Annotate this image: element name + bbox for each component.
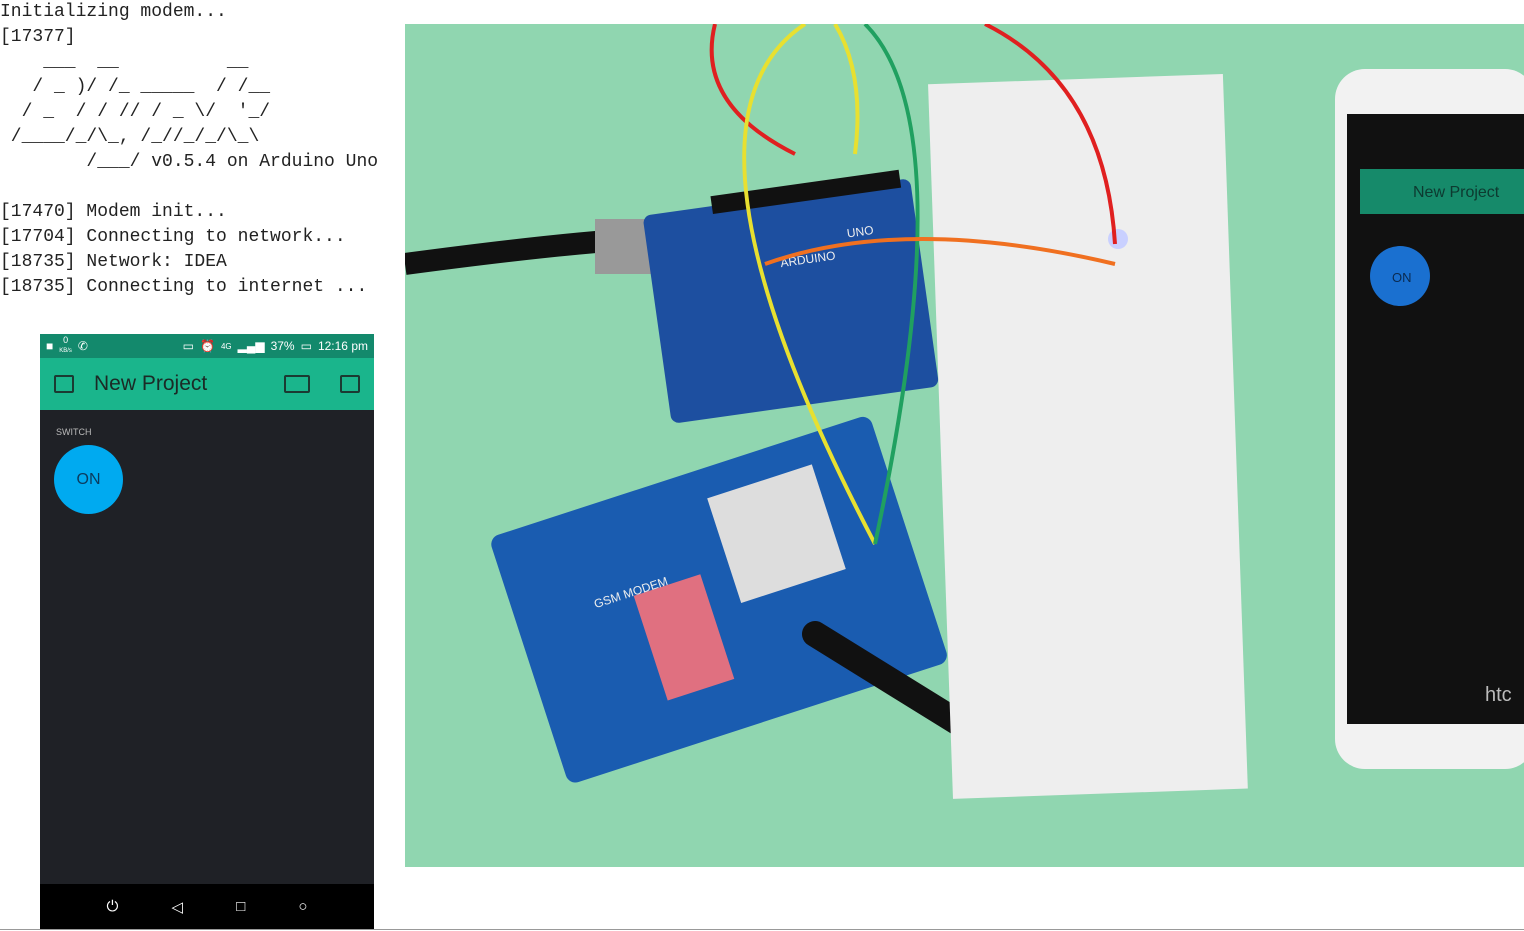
project-title: New Project [94,372,208,395]
alarm-icon: ⏰ [199,339,215,353]
power-icon[interactable]: ⏻ [106,898,119,915]
gsm-modem-board: GSM MODEM [491,416,947,783]
terminal-line: / _ )/ /_ _____ / /__ [0,77,271,97]
signal-icon: ▂▄▆ [237,339,265,353]
terminal-line: [18735] Network: IDEA [0,252,227,272]
network-type: 4G [220,341,232,351]
arduino-board: ARDUINO UNO [643,169,939,423]
divider [0,929,1524,930]
kbps-value: 0 [63,335,69,345]
switch-label: SWITCH [56,427,92,437]
recents-icon[interactable]: ○ [298,898,308,915]
terminal-line: Initializing modem... [0,2,227,22]
battery-percent: 37% [270,339,295,353]
exit-icon[interactable] [54,375,74,393]
device-icon[interactable] [284,375,310,393]
photo-illustration: ARDUINO UNO GSM MODEM New Project ON htc [405,24,1524,799]
terminal-line: /____/_/\_, /_//_/_/\_\ [0,127,260,147]
clock: 12:16 pm [317,339,368,353]
terminal-line: /___/ v0.5.4 on Arduino Uno [0,152,379,172]
terminal-line: [17377] [0,27,76,47]
app-bar: New Project [40,358,374,410]
breadboard [928,73,1248,799]
led [1108,229,1128,249]
serial-monitor-output: Initializing modem... [17377] ___ __ __ /… [0,0,400,300]
terminal-line: [17470] Modem init... [0,202,227,222]
kbps-unit: KB/s [59,348,72,354]
hardware-photo: ARDUINO UNO GSM MODEM New Project ON htc [405,24,1524,867]
laptop-icon: ▭ [182,339,194,353]
phone-brand: htc [1485,684,1512,706]
video-icon: ■ [46,339,54,353]
terminal-line: [18735] Connecting to internet ... [0,277,368,297]
battery-icon: ▭ [300,339,312,353]
phone-photo-title: New Project [1413,184,1500,201]
terminal-line [0,175,400,200]
phone-photo-button: ON [1392,270,1412,285]
play-icon[interactable] [340,375,360,393]
uno-label: UNO [846,223,874,241]
home-icon[interactable]: □ [236,898,246,915]
call-icon: ✆ [77,339,88,353]
back-icon[interactable]: ◁ [171,898,184,916]
terminal-line: [17704] Connecting to network... [0,227,346,247]
terminal-line: ___ __ __ [0,52,249,72]
terminal-line: / _ / / // / _ \/ '_/ [0,102,271,122]
on-switch-button[interactable]: ON [54,445,123,514]
nav-bar: ⏻ ◁ □ ○ [40,884,374,929]
